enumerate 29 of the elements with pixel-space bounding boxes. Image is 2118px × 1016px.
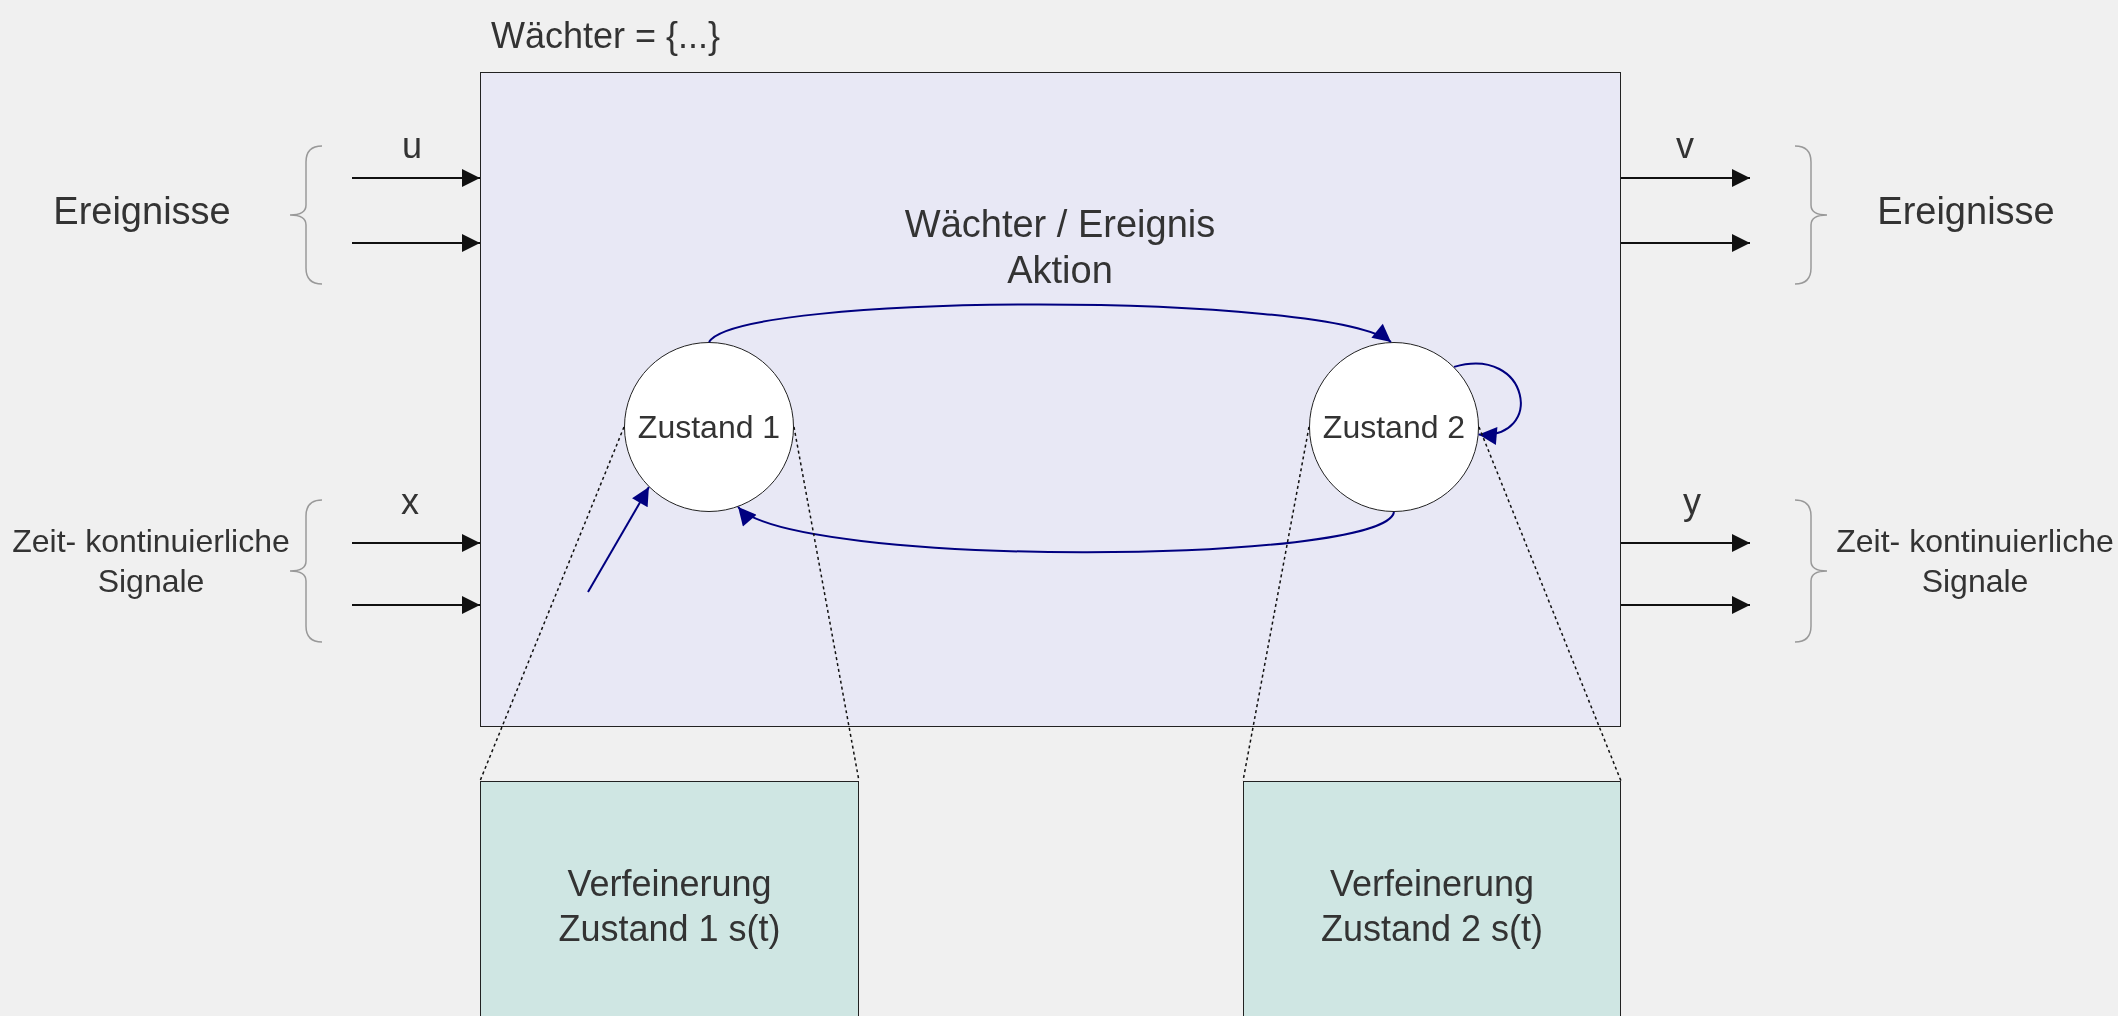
group-label: Zeit- kontinuierliche Signale (1835, 522, 2115, 601)
arrow (1620, 596, 1751, 614)
dotted-line (1478, 426, 1622, 782)
dotted-line (479, 426, 625, 782)
refinement-label: Verfeinerung Zustand 1 s(t) (557, 862, 782, 951)
arrow (351, 596, 481, 614)
arrow (351, 534, 481, 552)
arrow (587, 486, 650, 593)
state-label: Zustand 1 (637, 408, 781, 447)
group-label: Ereignisse (1876, 189, 2056, 234)
arrow (708, 303, 1392, 344)
arrow (1453, 362, 1522, 443)
group-label: Ereignisse (52, 189, 232, 234)
arrow (1620, 534, 1751, 552)
arrow (737, 505, 1395, 554)
box-title: Wächter = {...} (491, 14, 721, 58)
arrow (351, 169, 481, 187)
arrow (351, 234, 481, 252)
edge-label: x (400, 480, 420, 524)
edge-label: y (1682, 480, 1702, 524)
arrow (1620, 234, 1751, 252)
group-label: Zeit- kontinuierliche Signale (11, 522, 291, 601)
state-label: Zustand 2 (1322, 408, 1466, 447)
refinement-box (1243, 781, 1621, 1016)
edge-label: v (1675, 124, 1695, 168)
refinement-box (480, 781, 859, 1016)
edge-label: u (401, 124, 423, 168)
refinement-label: Verfeinerung Zustand 2 s(t) (1319, 862, 1545, 951)
arrow (1620, 169, 1751, 187)
